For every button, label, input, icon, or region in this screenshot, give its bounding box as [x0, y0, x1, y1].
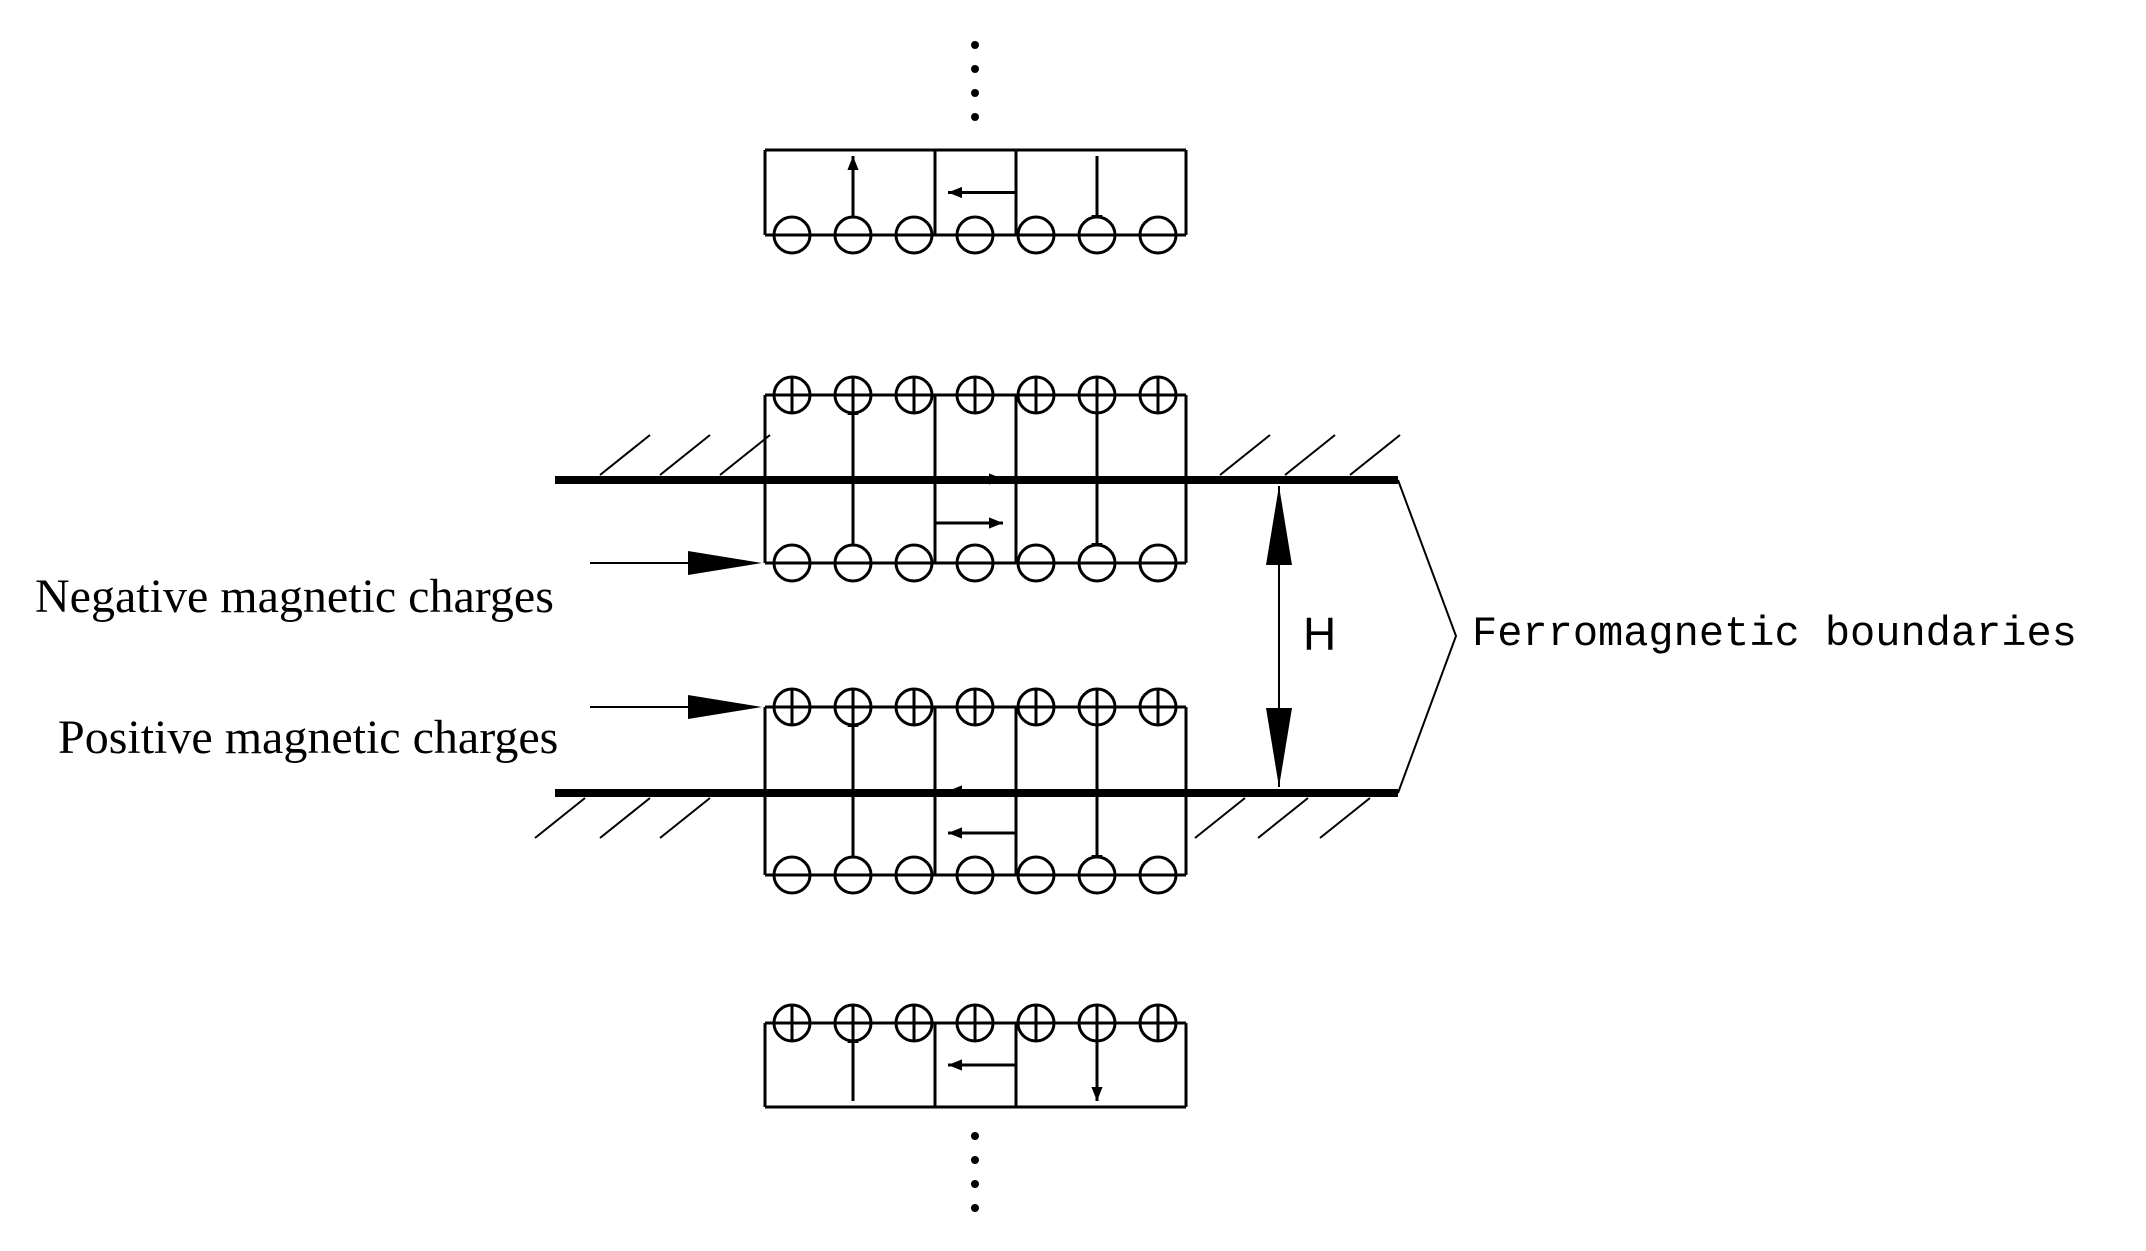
ellipsis-dot [971, 113, 979, 121]
negative-charge-symbol [1138, 543, 1178, 583]
positive-charge-symbol [1077, 1003, 1117, 1043]
negative-charge-symbol [1016, 543, 1056, 583]
positive-charge-symbol [772, 1003, 812, 1043]
positive-charge-symbol [955, 375, 995, 415]
continuation-dots-bottom [971, 1132, 979, 1212]
continuation-dots-top [971, 41, 979, 121]
boundaries-brace [1397, 479, 1458, 794]
positive-charge-symbol [1077, 375, 1117, 415]
negative-charge-symbol [894, 855, 934, 895]
positive-charge-pointer [590, 695, 762, 719]
negative-charge-symbol [833, 543, 873, 583]
ellipsis-dot [971, 65, 979, 73]
hatch-mark [659, 434, 711, 476]
negative-charge-symbol [1016, 855, 1056, 895]
positive-charge-symbol [894, 687, 934, 727]
ellipsis-dot [971, 89, 979, 97]
negative-charge-symbol [833, 215, 873, 255]
positive-charge-symbol [772, 375, 812, 415]
ellipsis-dot [971, 1180, 979, 1188]
boundaries-label: Ferromagnetic boundaries [1472, 610, 2077, 658]
gap-label: H [1303, 608, 1336, 660]
hatch-mark [534, 797, 586, 839]
negative-charge-symbol [772, 855, 812, 895]
positive-charge-label: Positive magnetic charges [58, 711, 558, 764]
hatch-mark [659, 797, 711, 839]
positive-charge-symbol [833, 1003, 873, 1043]
negative-charge-symbol [1016, 215, 1056, 255]
hatch-mark [599, 797, 651, 839]
magnet-unit-lower-boundary [763, 687, 1188, 895]
positive-charge-symbol [833, 375, 873, 415]
negative-charge-symbol [955, 855, 995, 895]
negative-charge-symbol [1138, 855, 1178, 895]
negative-charge-symbol [833, 855, 873, 895]
hatch-mark [599, 434, 651, 476]
positive-charge-symbol [1138, 375, 1178, 415]
hatch-mark [1219, 434, 1271, 476]
hatch-mark [1319, 797, 1371, 839]
positive-charge-symbol [894, 1003, 934, 1043]
positive-charge-symbol [1016, 1003, 1056, 1043]
upper-ferromagnetic-boundary [555, 434, 1401, 484]
positive-charge-symbol [1138, 687, 1178, 727]
hatch-mark [1257, 797, 1309, 839]
positive-charge-symbol [1077, 687, 1117, 727]
hatch-mark [1194, 797, 1246, 839]
negative-charge-pointer [590, 551, 762, 575]
positive-charge-symbol [833, 687, 873, 727]
negative-charge-symbol [955, 215, 995, 255]
negative-charge-symbol [1138, 215, 1178, 255]
positive-charge-symbol [1138, 1003, 1178, 1043]
magnet-unit-top [763, 148, 1188, 255]
lower-ferromagnetic-boundary [534, 789, 1398, 839]
negative-charge-symbol [894, 543, 934, 583]
positive-charge-symbol [955, 1003, 995, 1043]
negative-charge-symbol [772, 543, 812, 583]
gap-dimension-arrow [1266, 486, 1292, 787]
ellipsis-dot [971, 1156, 979, 1164]
negative-charge-symbol [1077, 855, 1117, 895]
hatch-mark [1349, 434, 1401, 476]
hatch-mark [719, 434, 771, 476]
negative-charge-symbol [955, 543, 995, 583]
negative-charge-label: Negative magnetic charges [35, 570, 554, 623]
negative-charge-symbol [1077, 543, 1117, 583]
lower-boundary-hatching [534, 797, 1371, 839]
positive-charge-symbol [1016, 687, 1056, 727]
ellipsis-dot [971, 1132, 979, 1140]
negative-charge-symbol [1077, 215, 1117, 255]
positive-charge-symbol [1016, 375, 1056, 415]
ellipsis-dot [971, 1204, 979, 1212]
magnet-unit-upper-boundary [763, 375, 1188, 583]
negative-charge-symbol [894, 215, 934, 255]
magnet-unit-bottom [763, 1003, 1188, 1109]
upper-boundary-hatching [599, 434, 1401, 476]
positive-charge-symbol [955, 687, 995, 727]
hatch-mark [1284, 434, 1336, 476]
ellipsis-dot [971, 41, 979, 49]
positive-charge-symbol [894, 375, 934, 415]
negative-charge-symbol [772, 215, 812, 255]
positive-charge-symbol [772, 687, 812, 727]
